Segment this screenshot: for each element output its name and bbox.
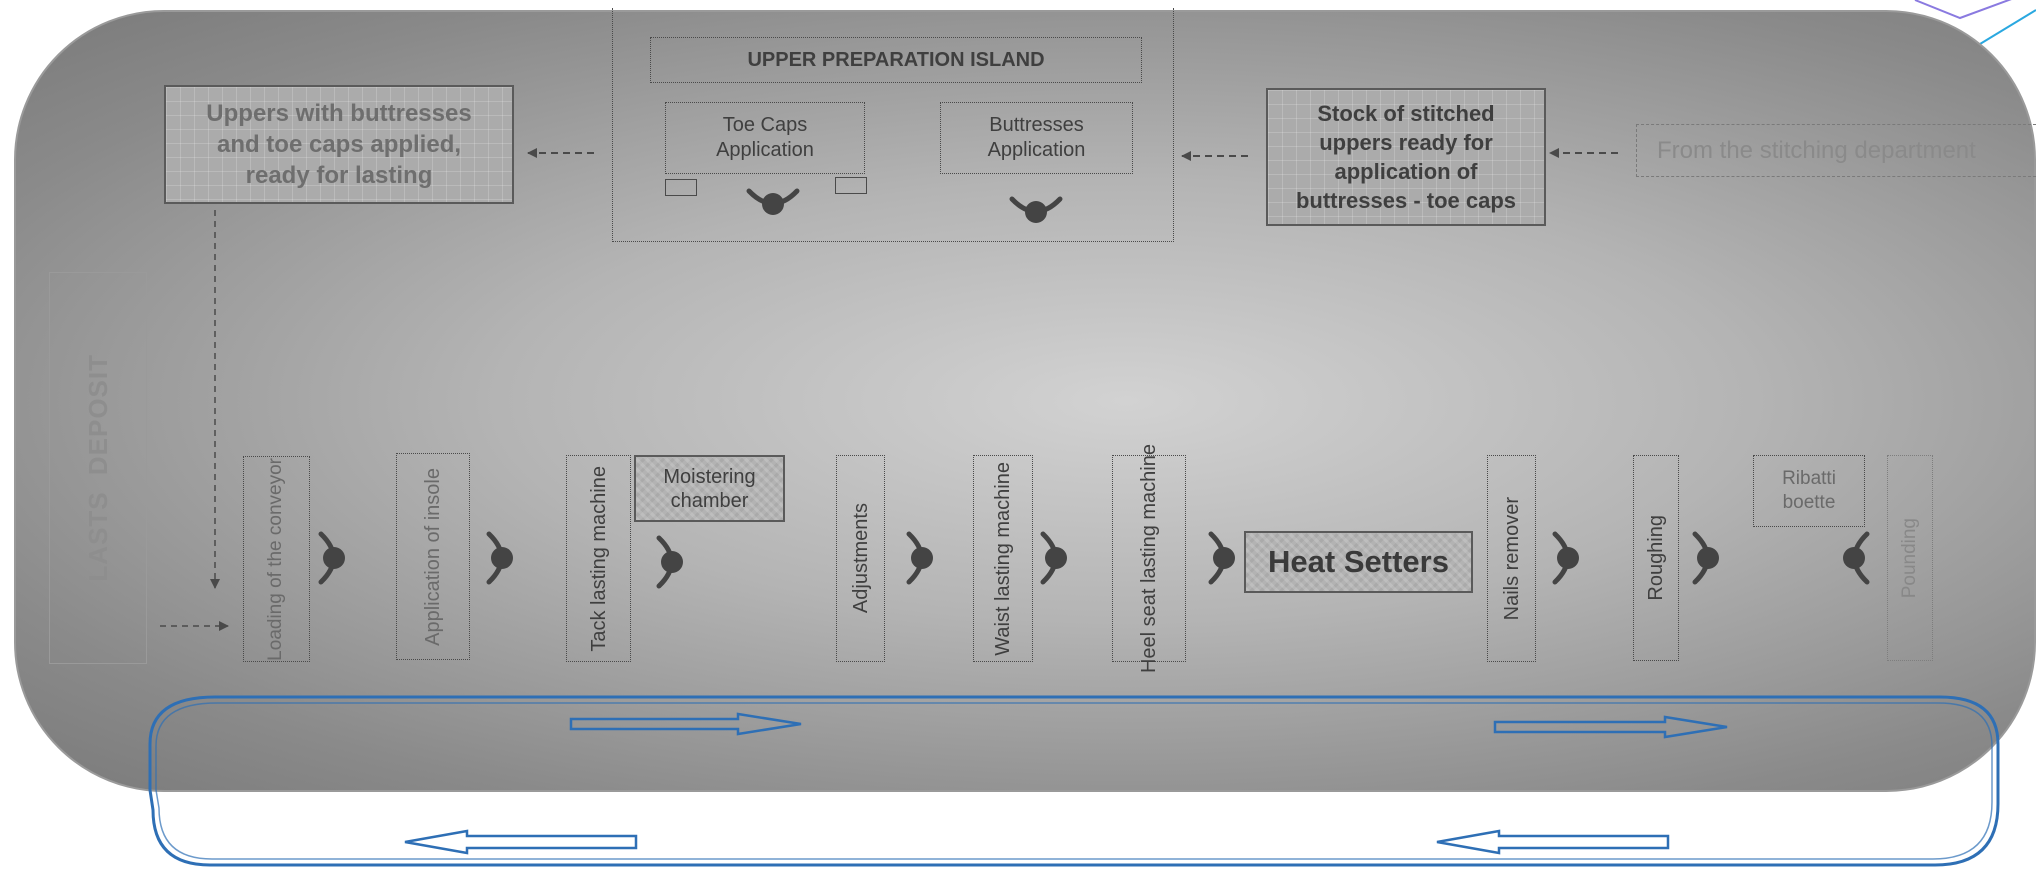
station-nails-remover: Nails remover (1487, 455, 1536, 662)
operator-icon (1211, 534, 1235, 582)
station-insole: Application of insole (396, 453, 470, 660)
station-adjustments: Adjustments (836, 455, 885, 662)
operator-icon (489, 534, 513, 582)
station-pounding: Pounding (1887, 455, 1933, 661)
toe-caps-small-table-left (665, 179, 697, 196)
conveyor-arrow-left-icon (404, 829, 1670, 855)
stock-stitched-uppers: Stock of stitched uppers ready for appli… (1266, 88, 1546, 226)
station-moistening: Moistering chamber (634, 455, 785, 522)
operator-icon (749, 191, 797, 215)
conveyor-arrow-right-icon (569, 712, 1728, 739)
station-roughing: Roughing (1633, 455, 1679, 661)
operator-icon (909, 534, 933, 582)
island-title: UPPER PREPARATION ISLAND (650, 37, 1142, 83)
upper-preparation-island (612, 8, 1174, 242)
operator-icon (1695, 534, 1719, 582)
toe-caps-small-table-right (835, 177, 867, 194)
toe-caps-application: Toe Caps Application (665, 102, 865, 174)
station-loading: Loading of the conveyor (243, 456, 310, 662)
operator-icon (1043, 534, 1067, 582)
conveyor-loop (148, 695, 2000, 867)
station-tack-lasting: Tack lasting machine (566, 455, 631, 662)
buttresses-application: Buttresses Application (940, 102, 1133, 174)
lasts-deposit: LASTS DEPOSIT (49, 272, 147, 664)
operator-icon (659, 538, 683, 586)
station-ribatti: Ribatti boette (1753, 455, 1865, 527)
from-stitching-dept: From the stitching department (1636, 124, 2036, 177)
station-waist-lasting: Waist lasting machine (973, 455, 1033, 662)
operator-icon (1843, 534, 1867, 582)
station-heel-seat: Heel seat lasting machine (1112, 444, 1186, 673)
operator-icon (321, 534, 345, 582)
uppers-ready-box: Uppers with buttresses and toe caps appl… (164, 85, 514, 204)
operator-icon (1012, 199, 1060, 223)
station-heat-setters: Heat Setters (1244, 531, 1473, 593)
dashed-arrow-left-icon (527, 148, 1618, 161)
operator-icon (1555, 534, 1579, 582)
